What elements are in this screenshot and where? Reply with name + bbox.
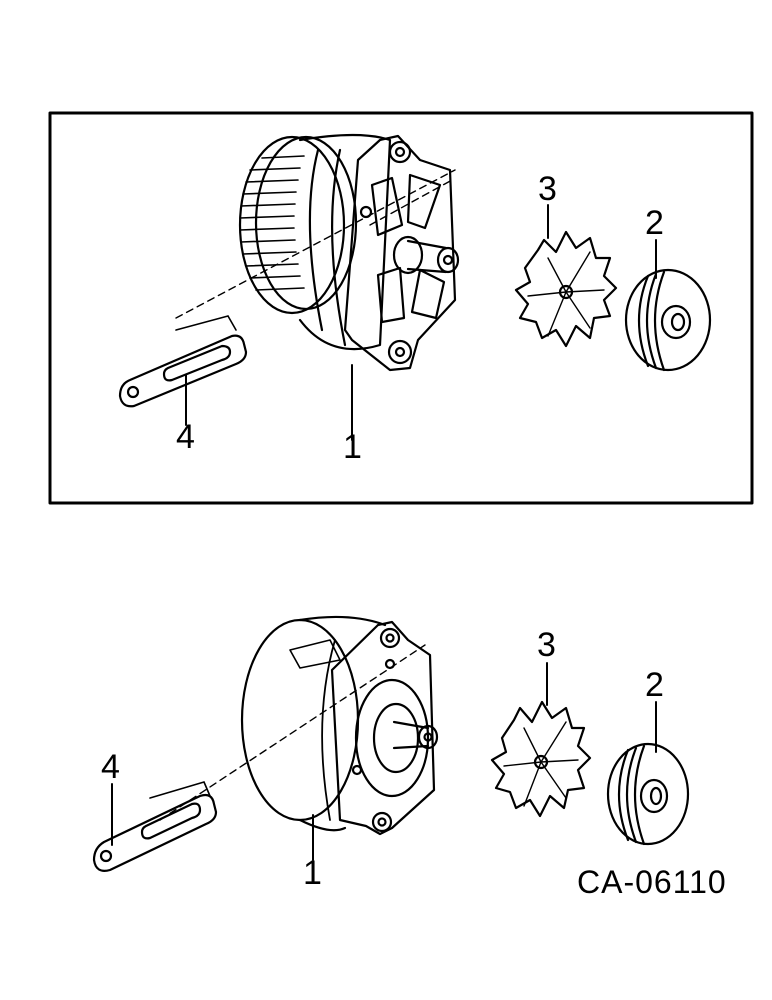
lower-callout-alternator: 1 [303, 854, 322, 892]
upper-callout-pulley: 2 [645, 204, 664, 242]
lower-bracket-drawing [92, 781, 218, 872]
lower-view: 1 2 3 4 [92, 615, 690, 892]
upper-callout-fan: 3 [538, 170, 557, 208]
lower-pulley-drawing [606, 742, 690, 846]
lower-callout-fan: 3 [537, 626, 556, 664]
upper-fan-drawing [514, 230, 618, 348]
upper-view: 1 2 3 4 [48, 111, 754, 505]
upper-alignment-lines [175, 169, 456, 319]
lower-fan-drawing [490, 700, 592, 818]
upper-callout-alternator: 1 [343, 428, 362, 466]
upper-bracket-drawing [118, 315, 248, 408]
upper-callout-bracket: 4 [176, 418, 195, 456]
upper-view-frame [48, 111, 754, 505]
lower-callout-pulley: 2 [645, 666, 664, 704]
figure-code: CA-06110 [577, 864, 727, 900]
upper-pulley-drawing [624, 268, 712, 372]
lower-alternator-drawing [240, 615, 439, 836]
upper-alternator-drawing [238, 133, 460, 372]
lower-callout-bracket: 4 [101, 748, 120, 786]
lower-alignment-lines [159, 644, 426, 821]
